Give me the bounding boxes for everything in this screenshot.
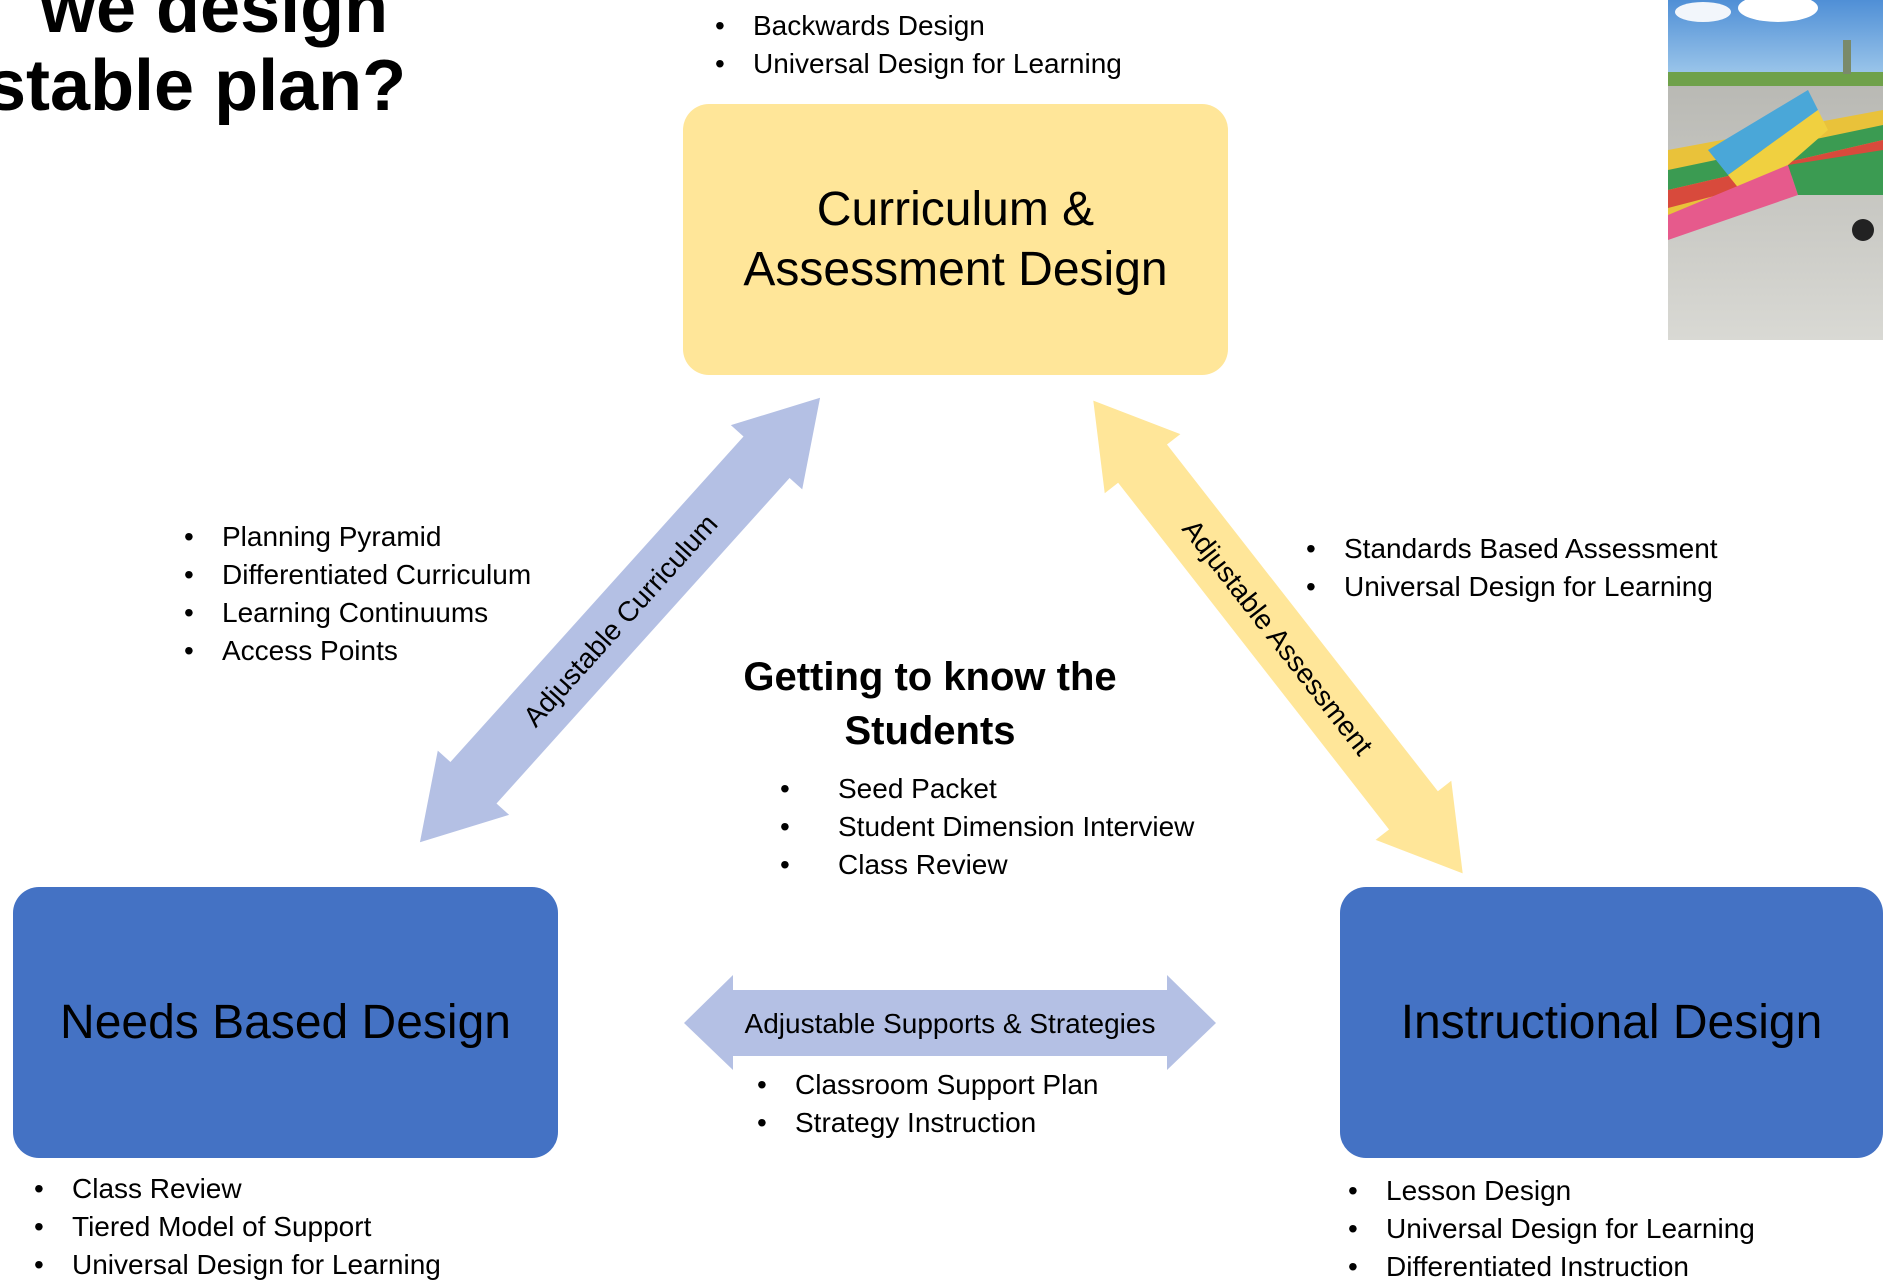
top-bullet-list: Backwards Design Universal Design for Le… (713, 7, 1122, 83)
list-item: Class Review (778, 846, 1194, 884)
list-item: Differentiated Curriculum (182, 556, 531, 594)
adjustable-supports-label: Adjustable Supports & Strategies (745, 1008, 1156, 1039)
list-item: Backwards Design (713, 7, 1122, 45)
list-item: Universal Design for Learning (1346, 1210, 1755, 1248)
list-item: Universal Design for Learning (713, 45, 1122, 83)
needs-based-design-box: Needs Based Design (13, 887, 558, 1158)
needs-based-design-label: Needs Based Design (60, 995, 511, 1049)
list-item: Planning Pyramid (182, 518, 531, 556)
list-item: Seed Packet (778, 770, 1194, 808)
list-item: Strategy Instruction (755, 1104, 1098, 1142)
slide-title-line-1: we design (40, 0, 389, 48)
list-item: Class Review (32, 1170, 441, 1208)
instructional-bullet-list: Lesson Design Universal Design for Learn… (1346, 1172, 1755, 1283)
assessment-bullet-list: Standards Based Assessment Universal Des… (1304, 530, 1718, 606)
list-item: Universal Design for Learning (1304, 568, 1718, 606)
list-item: Access Points (182, 632, 531, 670)
adjustable-supports-arrow: Adjustable Supports & Strategies (684, 975, 1216, 1070)
instructional-design-box: Instructional Design (1340, 887, 1883, 1158)
curriculum-bullet-list: Planning Pyramid Differentiated Curricul… (182, 518, 531, 670)
paper-airplane-icon (1668, 0, 1883, 340)
supports-bullet-list: Classroom Support Plan Strategy Instruct… (755, 1066, 1098, 1142)
curriculum-assessment-box: Curriculum & Assessment Design (683, 104, 1228, 375)
list-item: Lesson Design (1346, 1172, 1755, 1210)
list-item: Classroom Support Plan (755, 1066, 1098, 1104)
list-item: Tiered Model of Support (32, 1208, 441, 1246)
list-item: Learning Continuums (182, 594, 531, 632)
center-heading: Getting to know the Students (700, 650, 1160, 758)
slide-title-line-2: stable plan? (0, 46, 407, 126)
adjustable-curriculum-label: Adjustable Curriculum (517, 508, 723, 732)
list-item: Differentiated Instruction (1346, 1248, 1755, 1283)
needs-bullet-list: Class Review Tiered Model of Support Uni… (32, 1170, 441, 1283)
center-bullet-list: Seed Packet Student Dimension Interview … (778, 770, 1194, 884)
curriculum-assessment-label: Curriculum & Assessment Design (743, 182, 1168, 296)
instructional-design-label: Instructional Design (1400, 995, 1823, 1049)
list-item: Student Dimension Interview (778, 808, 1194, 846)
center-heading-line-2: Students (844, 709, 1016, 753)
list-item: Standards Based Assessment (1304, 530, 1718, 568)
paper-airplane-photo (1668, 0, 1883, 340)
list-item: Universal Design for Learning (32, 1246, 441, 1283)
center-heading-line-1: Getting to know the (743, 655, 1117, 699)
